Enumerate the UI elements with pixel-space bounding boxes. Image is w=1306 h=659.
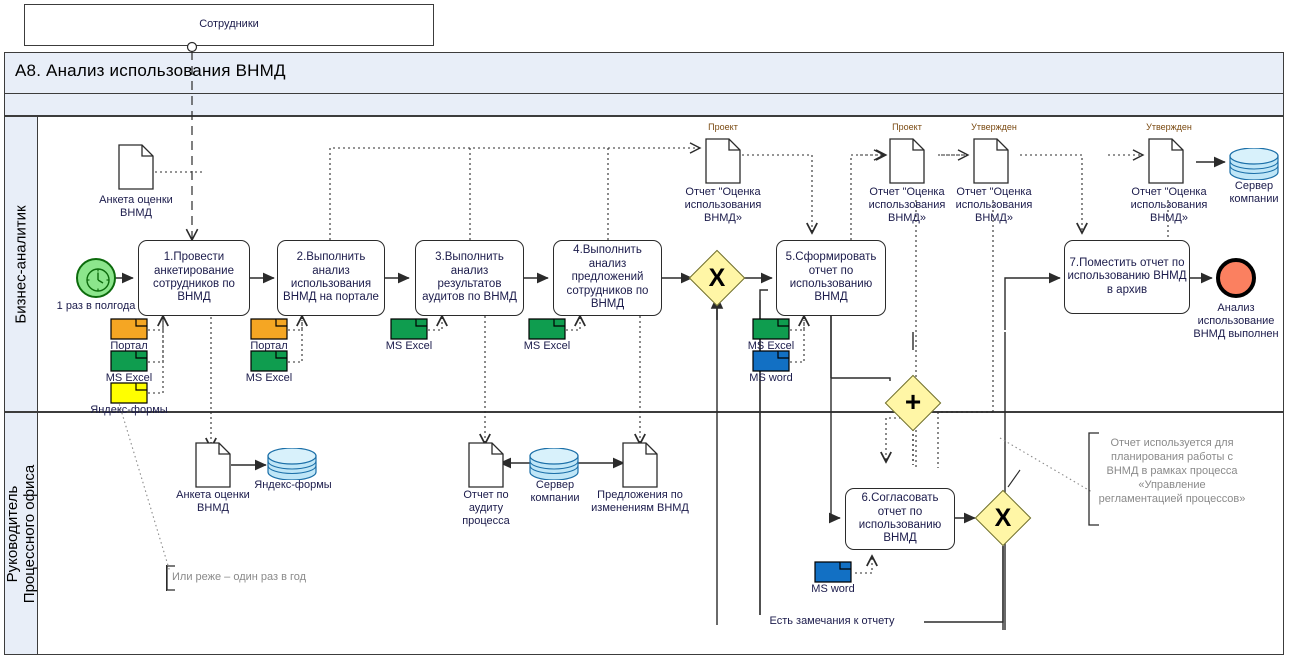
doc-report-2[interactable] (889, 138, 925, 184)
sys-excel-5-label: MS Excel (747, 340, 795, 352)
sys-excel-2-label: MS Excel (245, 372, 293, 384)
doc-report-3-state: Утвержден (971, 122, 1017, 132)
page-title: A8. Анализ использования ВНМД (15, 61, 286, 80)
folder-icon (814, 561, 852, 583)
document-icon (468, 442, 504, 488)
task-6[interactable]: 6.Согласовать отчет по использованию ВНМ… (845, 488, 955, 550)
folder-icon (752, 318, 790, 340)
doc-report-1[interactable] (705, 138, 741, 184)
lane-header-process-office-head: Руководитель Процессного офиса (4, 412, 38, 655)
sys-yandex-1-label: Яндекс-формы (90, 404, 168, 416)
datastore-icon (1229, 147, 1279, 181)
sys-excel-3[interactable] (390, 318, 428, 340)
sys-excel-1-label: MS Excel (105, 372, 153, 384)
doc-report-4-label: Отчет "Оценка использования ВНМД» (1130, 186, 1208, 224)
timer-icon (86, 268, 110, 292)
start-event-label: 1 раз в полгода (56, 300, 136, 312)
doc-report-1-label: Отчет "Оценка использования ВНМД» (684, 186, 762, 224)
doc-survey-top[interactable] (118, 144, 154, 190)
datastore-icon (529, 447, 579, 481)
sys-excel-5[interactable] (752, 318, 790, 340)
sys-word-1[interactable] (752, 350, 790, 372)
sys-portal-1-label: Портал (110, 340, 148, 352)
doc-report-2-label: Отчет "Оценка использования ВНМД» (868, 186, 946, 224)
sys-excel-1[interactable] (110, 350, 148, 372)
doc-report-1-state: Проект (708, 122, 738, 132)
folder-icon (110, 318, 148, 340)
gateway-xor-1-mark: X (708, 264, 726, 292)
document-icon (973, 138, 1009, 184)
pool-header: A8. Анализ использования ВНМД (4, 52, 1284, 94)
task-3[interactable]: 3.Выполнить анализ результатов аудитов п… (415, 240, 524, 316)
folder-icon (250, 318, 288, 340)
folder-icon (752, 350, 790, 372)
doc-report-3[interactable] (973, 138, 1009, 184)
lane-body-process-office-head (38, 412, 1284, 655)
document-icon (889, 138, 925, 184)
task-7[interactable]: 7.Поместить отчет по использованию ВНМД … (1064, 240, 1190, 314)
sys-portal-2[interactable] (250, 318, 288, 340)
task-4[interactable]: 4.Выполнить анализ предложений сотрудник… (553, 240, 662, 316)
external-pool-employees: Сотрудники (24, 4, 434, 46)
end-event[interactable] (1216, 258, 1256, 298)
doc-survey-bottom[interactable] (195, 442, 231, 488)
doc-survey-bottom-label: Анкета оценки ВНМД (176, 489, 250, 514)
pool-subheader-strip (4, 94, 1284, 116)
annotation-bracket-icon (166, 565, 175, 591)
ds-yandex-forms-label: Яндекс-формы (254, 479, 332, 491)
sys-word-2-label: MS word (811, 583, 855, 595)
folder-icon (110, 382, 148, 404)
ds-company-server-top-label: Сервер компании (1229, 180, 1279, 205)
document-icon (622, 442, 658, 488)
annot-report-usage-text: Отчет используется для планирования рабо… (1098, 437, 1246, 505)
flow-label-remarks: Есть замечания к отчету (740, 615, 924, 627)
doc-survey-top-label: Анкета оценки ВНМД (99, 194, 173, 219)
doc-proposals-label: Предложения по изменениям ВНМД (591, 489, 689, 514)
doc-audit-report-label: Отчет по аудиту процесса (462, 489, 510, 527)
lane-header-business-analyst: Бизнес-аналитик (4, 116, 38, 412)
datastore-icon (267, 447, 317, 481)
sys-yandex-1[interactable] (110, 382, 148, 404)
annot-report-usage (1088, 432, 1248, 526)
doc-report-2-state: Проект (892, 122, 922, 132)
doc-proposals[interactable] (622, 442, 658, 488)
document-icon (195, 442, 231, 488)
task-2[interactable]: 2.Выполнить анализ использования ВНМД на… (277, 240, 385, 316)
ds-company-server-top[interactable] (1228, 147, 1280, 181)
sys-excel-4-label: MS Excel (523, 340, 571, 352)
sys-word-1-label: MS word (749, 372, 793, 384)
doc-report-3-label: Отчет "Оценка использования ВНМД» (955, 186, 1033, 224)
ds-yandex-forms[interactable] (266, 447, 318, 481)
folder-icon (390, 318, 428, 340)
folder-icon (250, 350, 288, 372)
folder-icon (110, 350, 148, 372)
gateway-xor-2-mark: X (994, 504, 1012, 532)
sys-excel-3-label: MS Excel (385, 340, 433, 352)
doc-report-4[interactable] (1148, 138, 1184, 184)
end-event-label: Анализ использование ВНМД выполнен (1193, 302, 1279, 340)
doc-audit-report[interactable] (468, 442, 504, 488)
sys-portal-2-label: Портал (250, 340, 288, 352)
sys-excel-2[interactable] (250, 350, 288, 372)
annotation-bracket-icon (1088, 432, 1099, 526)
document-icon (1148, 138, 1184, 184)
document-icon (118, 144, 154, 190)
annot-frequency (166, 565, 338, 591)
gateway-and-1-mark: + (904, 386, 922, 417)
sys-excel-4[interactable] (528, 318, 566, 340)
document-icon (705, 138, 741, 184)
sys-word-2[interactable] (814, 561, 852, 583)
sys-portal-1[interactable] (110, 318, 148, 340)
folder-icon (528, 318, 566, 340)
start-event-timer[interactable] (76, 258, 116, 298)
doc-report-4-state: Утвержден (1146, 122, 1192, 132)
task-5[interactable]: 5.Сформировать отчет по использованию ВН… (776, 240, 886, 316)
task-1[interactable]: 1.Провести анкетирование сотрудников по … (138, 240, 250, 316)
external-pool-label: Сотрудники (199, 18, 259, 30)
ds-company-server-bottom[interactable] (528, 447, 580, 481)
annot-frequency-text: Или реже – один раз в год (172, 571, 307, 583)
ds-company-server-bottom-label: Сервер компании (530, 479, 580, 504)
